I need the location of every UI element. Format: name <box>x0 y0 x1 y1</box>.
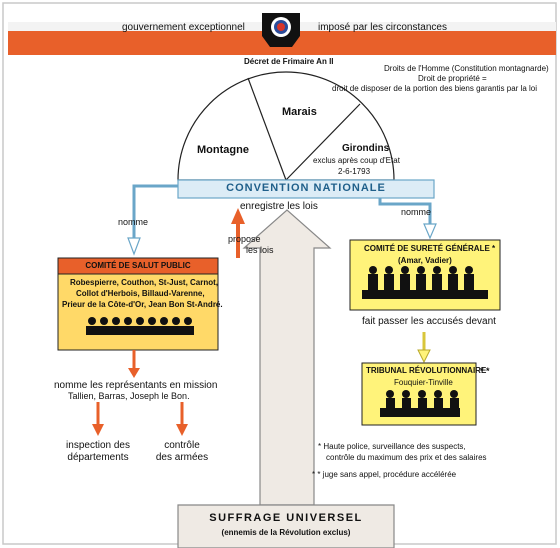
propose-arrow <box>231 208 245 258</box>
inspection-arrow <box>92 402 104 436</box>
header-left-text: gouvernement exceptionnel <box>122 22 245 33</box>
tribunal-members-icon <box>380 390 460 417</box>
suffrage-title: SUFFRAGE UNIVERSEL <box>209 512 363 524</box>
girondins-label: Girondins <box>342 143 390 154</box>
tribunal-stars: * * <box>480 366 490 376</box>
convention-title: CONVENTION NATIONALE <box>226 182 386 194</box>
montagne-label: Montagne <box>197 144 249 156</box>
salut-public-members-icon <box>86 317 194 335</box>
les-lois-label: les lois <box>246 245 274 255</box>
surete-title: COMITÉ DE SURETÉ GÉNÉRALE * <box>364 244 496 253</box>
representants-line1: nomme les représentants en mission <box>54 380 218 391</box>
suffrage-arrow <box>242 209 332 506</box>
decree-label: Décret de Frimaire An II <box>244 57 334 66</box>
surete-to-tribunal-arrow <box>417 332 431 364</box>
note2: * * juge sans appel, procédure accélérée <box>312 470 457 479</box>
inspection-label-1: inspection des <box>66 440 130 451</box>
tribunal-member: Fouquier-Tinville <box>394 378 453 387</box>
cockade-icon <box>262 13 300 47</box>
tribunal-title: TRIBUNAL RÉVOLUTIONNAIRE <box>366 366 487 375</box>
salut-public-body-box <box>57 273 219 351</box>
rights-line1: Droits de l'Homme (Constitution montagna… <box>384 64 549 73</box>
nomme-left-label: nomme <box>118 217 149 227</box>
salut-public-down-arrow <box>128 350 140 378</box>
inspection-label-2: départements <box>67 452 129 463</box>
note1-line2: contrôle du maximum des prix et des sala… <box>326 453 487 462</box>
note1-line1: * Haute police, surveillance des suspect… <box>318 442 466 451</box>
salut-public-title: COMITÉ DE SALUT PUBLIC <box>85 261 191 270</box>
surete-passes-label: fait passer les accusés devant <box>362 316 496 327</box>
header-right-text: imposé par les circonstances <box>318 22 447 33</box>
representants-line2: Tallien, Barras, Joseph le Bon. <box>68 391 190 401</box>
convention-bar <box>177 179 435 199</box>
marais-label: Marais <box>282 106 317 118</box>
convention-hemicycle <box>177 71 395 181</box>
enregistre-label: enregistre les lois <box>240 201 318 212</box>
surete-members: (Amar, Vadier) <box>398 256 452 265</box>
nomme-arrow-right <box>378 198 437 240</box>
salut-public-members-3: Prieur de la Côte-d'Or, Jean Bon St-Andr… <box>62 300 223 309</box>
rights-line3: droit de disposer de la portion des bien… <box>332 84 538 93</box>
nomme-right-label: nomme <box>401 207 432 217</box>
rights-line2: Droit de propriété = <box>418 74 487 83</box>
nomme-arrow-left <box>127 184 178 256</box>
salut-public-members-1: Robespierre, Couthon, St-Just, Carnot, <box>70 278 219 287</box>
suffrage-base <box>177 504 395 548</box>
controle-arrow <box>176 402 188 436</box>
suffrage-subtitle: (ennemis de la Révolution exclus) <box>221 528 351 537</box>
controle-label-2: des armées <box>155 452 209 463</box>
surete-members-icon <box>362 266 488 299</box>
propose-label: propose <box>228 234 261 244</box>
salut-public-members-2: Collot d'Herbois, Billaud-Varenne, <box>76 289 205 298</box>
controle-label-1: contrôle <box>164 440 200 451</box>
girondins-note2: 2-6-1793 <box>338 167 371 176</box>
girondins-note1: exclus après coup d'Etat <box>313 156 400 165</box>
